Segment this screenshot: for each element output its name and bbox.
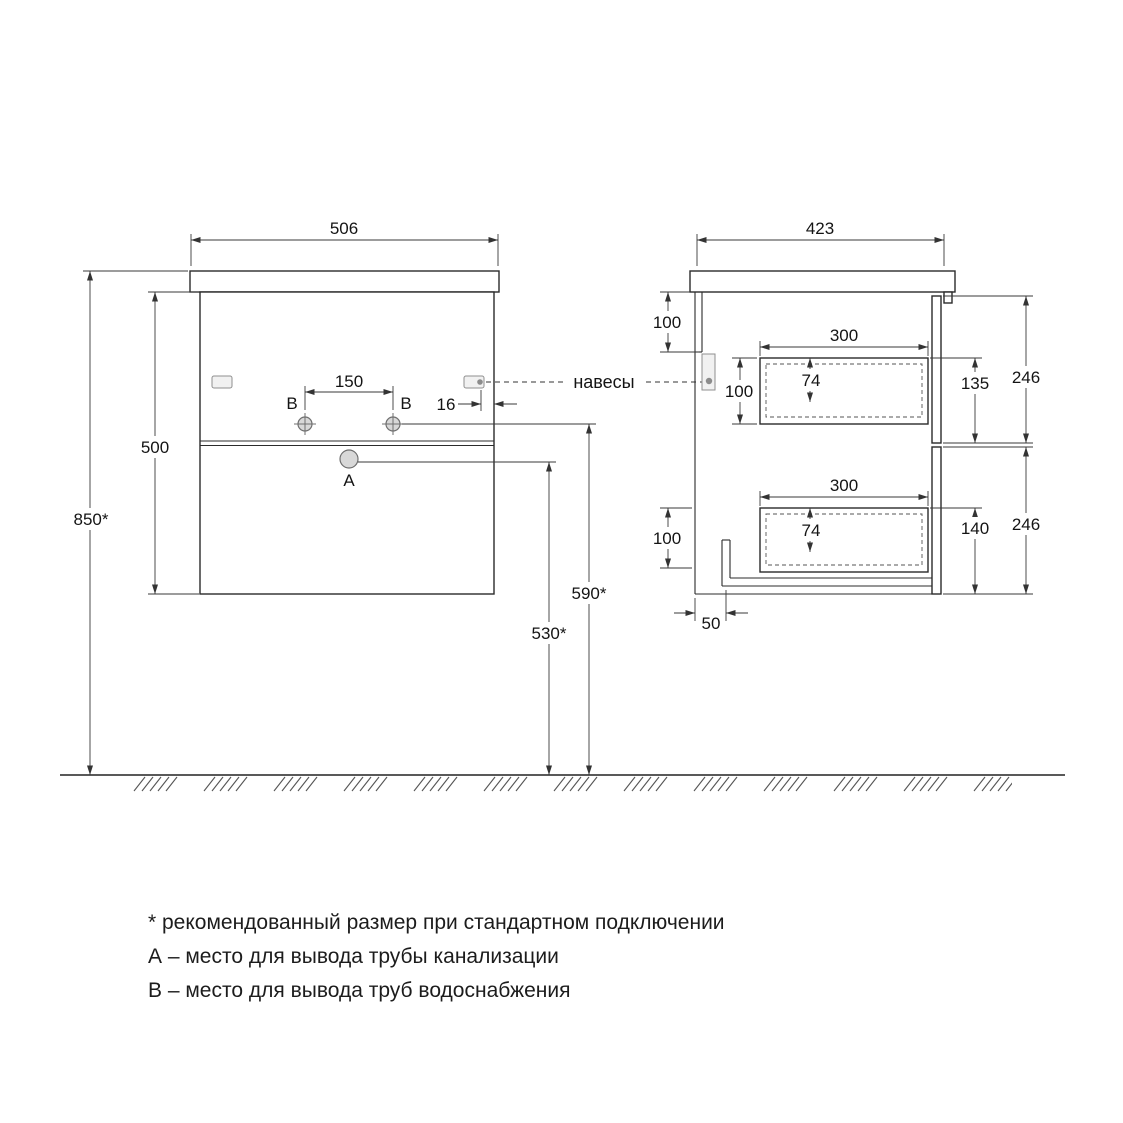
dim-drawer1-width-label: 300 bbox=[830, 326, 858, 345]
dim-label-bg bbox=[795, 519, 827, 541]
dim-drawer-position-label: 100 bbox=[725, 382, 753, 401]
dim-front2-height-label: 246 bbox=[1012, 515, 1040, 534]
front-countertop bbox=[189, 270, 500, 293]
side-hanger-bracket bbox=[701, 353, 716, 391]
dim-drawer1-front-height: 135 bbox=[930, 357, 1033, 444]
front-view: В В А 506 500 850* bbox=[65, 219, 615, 775]
dim-front1-height-label: 246 bbox=[1012, 368, 1040, 387]
dim-label-bg bbox=[65, 508, 117, 530]
dim-label-bg bbox=[523, 622, 575, 644]
legend-line-a: А – место для вывода трубы канализации bbox=[148, 945, 559, 968]
front-cabinet-body bbox=[199, 291, 495, 595]
dim-drawer-position: 100 bbox=[719, 357, 759, 425]
dim-label-bg bbox=[131, 436, 179, 458]
dim-water-supply-height: 590* bbox=[402, 423, 615, 775]
dim-side-depth-label: 423 bbox=[806, 219, 834, 238]
dim-drain-height: 530* bbox=[358, 461, 575, 775]
right-hanger-point bbox=[477, 379, 483, 385]
dim-hanger-edge-offset-label: 16 bbox=[437, 395, 456, 414]
dim-hanger-bottom: 100 bbox=[647, 507, 692, 569]
dim-drawer2-width-label: 300 bbox=[830, 476, 858, 495]
dim-drawer1-width: 300 bbox=[759, 326, 929, 356]
pipe-channel bbox=[721, 539, 932, 587]
side-countertop-lip bbox=[943, 291, 953, 304]
point-b-right-marker bbox=[382, 413, 404, 435]
side-countertop bbox=[689, 270, 956, 293]
side-hanger-point bbox=[705, 377, 713, 385]
drawer-box-1 bbox=[759, 357, 929, 425]
label-a: А bbox=[343, 471, 355, 490]
dim-wall-height: 850* bbox=[65, 270, 188, 775]
dim-front1-height: 246 bbox=[943, 295, 1049, 443]
ground-hatching bbox=[132, 776, 1012, 792]
dim-drawer1-inner-height: 74 bbox=[795, 358, 827, 402]
dim-water-supply-height-label: 590* bbox=[572, 584, 607, 603]
right-hanger-plate bbox=[463, 375, 485, 389]
dim-label-bg bbox=[1003, 366, 1049, 388]
point-b-left-marker bbox=[294, 413, 316, 435]
dim-label-bg bbox=[647, 311, 687, 333]
side-view: 423 100 100 300 74 bbox=[647, 219, 1049, 633]
dim-drain-height-label: 530* bbox=[532, 624, 567, 643]
dim-wall-height-label: 850* bbox=[74, 510, 109, 529]
dim-label-bg bbox=[563, 582, 615, 604]
dim-drawer2-inner-height-label: 74 bbox=[802, 521, 821, 540]
dim-hanger-top-label: 100 bbox=[653, 313, 681, 332]
drawer-front-2 bbox=[931, 446, 942, 595]
dim-label-bg bbox=[953, 372, 997, 394]
dim-holes-spacing: 150 bbox=[304, 372, 394, 410]
legend-note: * рекомендованный размер при стандартном… bbox=[148, 911, 725, 934]
dim-drawer1-inner-height-label: 74 bbox=[802, 371, 821, 390]
dim-hanger-bottom-label: 100 bbox=[653, 529, 681, 548]
ground-line bbox=[60, 774, 1065, 792]
dim-front-height-label: 500 bbox=[141, 438, 169, 457]
dim-front-width: 506 bbox=[190, 219, 499, 266]
label-b-left: В bbox=[286, 394, 297, 413]
dim-label-bg bbox=[719, 380, 759, 402]
dim-drawer2-width: 300 bbox=[759, 476, 929, 506]
dim-label-bg bbox=[953, 517, 997, 539]
dim-label-bg bbox=[1003, 513, 1049, 535]
label-b-right: В bbox=[400, 394, 411, 413]
drawer-front-1 bbox=[931, 295, 942, 444]
dim-drawer2-front-height-label: 140 bbox=[961, 519, 989, 538]
hangers-callout-label: навесы bbox=[573, 372, 634, 392]
dim-drawer2-front-height: 140 bbox=[930, 507, 1033, 595]
dim-label-bg bbox=[647, 527, 687, 549]
hangers-callout: навесы bbox=[486, 372, 702, 392]
dim-front-width-label: 506 bbox=[330, 219, 358, 238]
drawer-box-2-inner bbox=[765, 513, 923, 566]
point-a-marker bbox=[339, 449, 359, 469]
drawer-box-1-inner bbox=[765, 363, 923, 418]
legend: * рекомендованный размер при стандартном… bbox=[148, 911, 725, 1002]
legend-line-b: В – место для вывода труб водоснабжения bbox=[148, 979, 570, 1002]
dim-label-bg bbox=[795, 369, 827, 391]
dim-front2-height: 246 bbox=[943, 446, 1049, 594]
dim-front-height: 500 bbox=[131, 291, 199, 595]
dim-holes-spacing-label: 150 bbox=[335, 372, 363, 391]
dim-hanger-edge-offset: 16 bbox=[437, 390, 517, 414]
drawer-box-2 bbox=[759, 507, 929, 573]
dim-hanger-top: 100 bbox=[647, 291, 699, 353]
dim-bottom-offset: 50 bbox=[674, 590, 748, 633]
dim-side-depth: 423 bbox=[696, 219, 945, 266]
dim-bottom-offset-label: 50 bbox=[702, 614, 721, 633]
left-hanger-plate bbox=[211, 375, 233, 389]
dim-drawer1-front-height-label: 135 bbox=[961, 374, 989, 393]
dim-drawer2-inner-height: 74 bbox=[795, 508, 827, 552]
